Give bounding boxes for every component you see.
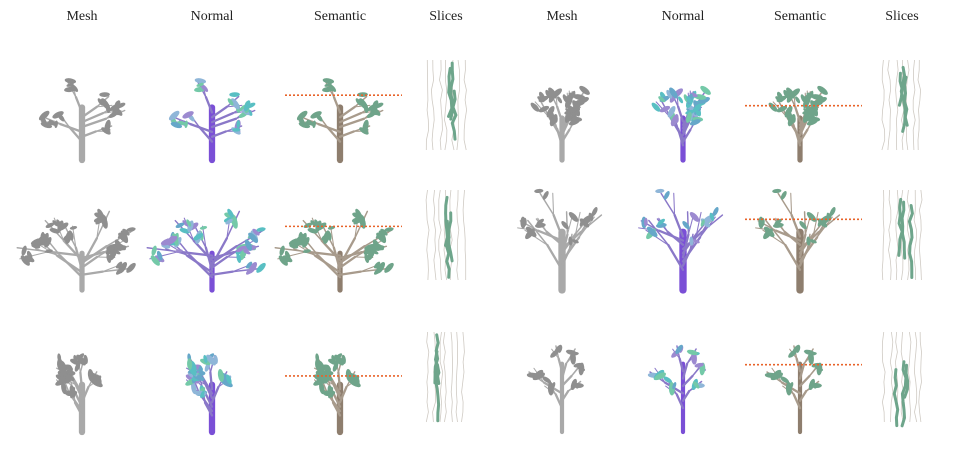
tree-3-slices bbox=[425, 189, 467, 281]
tree-4-semantic bbox=[755, 188, 841, 294]
header-slices-left: Slices bbox=[429, 9, 463, 24]
tree-4-normal bbox=[638, 188, 724, 294]
tree-1-mesh bbox=[38, 78, 126, 164]
tree-6-slices bbox=[881, 331, 922, 428]
header-mesh-right: Mesh bbox=[546, 9, 578, 24]
tree-5-semantic bbox=[313, 353, 361, 436]
tree-1-semantic bbox=[296, 78, 384, 164]
header-normal-right: Normal bbox=[661, 9, 705, 24]
header-semantic-right: Semantic bbox=[773, 9, 827, 24]
header-semantic-left: Semantic bbox=[313, 9, 367, 24]
tree-6-semantic bbox=[764, 344, 824, 435]
tree-2-normal bbox=[651, 85, 711, 163]
tree-5-slices bbox=[425, 331, 465, 423]
tree-4-slices bbox=[881, 189, 923, 281]
tree-6-normal bbox=[647, 344, 707, 435]
tree-2-slices bbox=[881, 59, 922, 151]
tree-3-mesh bbox=[16, 208, 136, 293]
tree-2-semantic bbox=[768, 85, 828, 163]
tree-6-mesh bbox=[526, 344, 586, 435]
tree-4-mesh bbox=[517, 188, 603, 294]
header-slices-right: Slices bbox=[885, 9, 919, 24]
tree-5-normal bbox=[185, 353, 233, 436]
tree-3-normal bbox=[146, 208, 266, 293]
tree-2-mesh bbox=[530, 85, 590, 163]
tree-1-slices bbox=[425, 59, 468, 151]
tree-3-semantic bbox=[274, 208, 394, 293]
header-mesh-left: Mesh bbox=[66, 9, 98, 24]
tree-5-mesh bbox=[55, 353, 103, 436]
header-normal-left: Normal bbox=[190, 9, 234, 24]
tree-1-normal bbox=[168, 78, 256, 164]
